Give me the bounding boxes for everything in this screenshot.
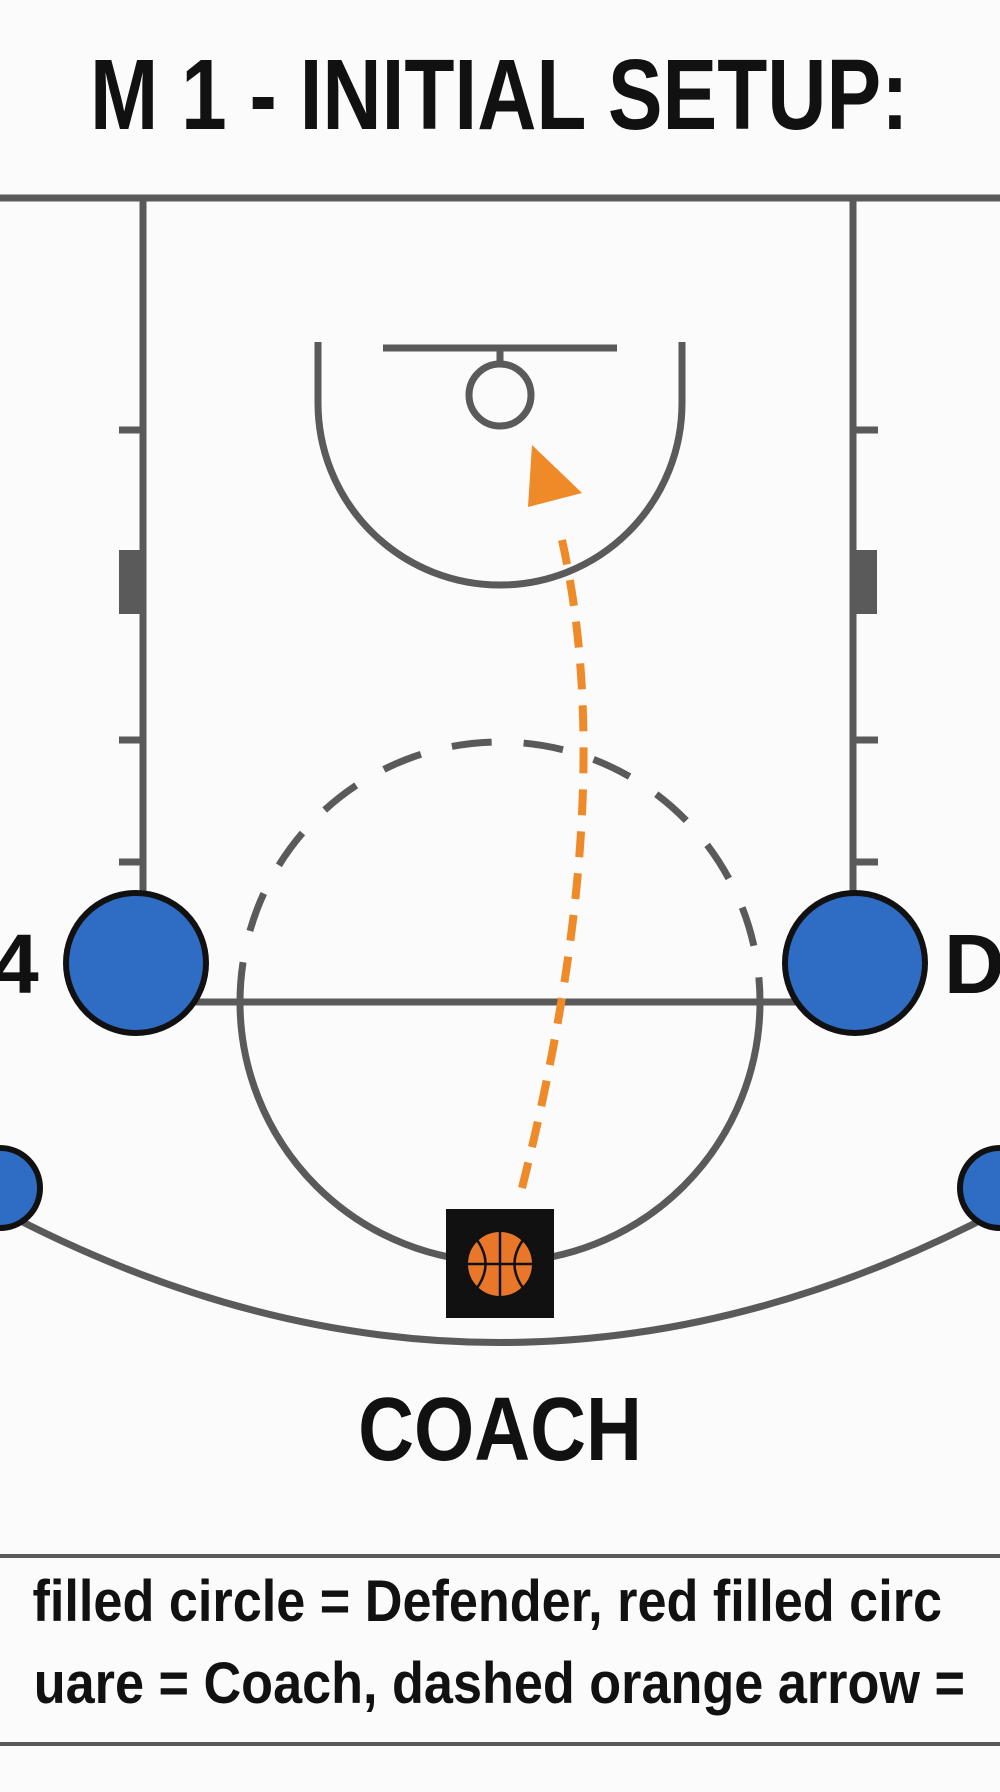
lane-block	[853, 550, 877, 614]
diagram-title: M 1 - INITIAL SETUP: Box-	[90, 40, 910, 150]
coach-label: COACH	[358, 1379, 642, 1480]
legend-line-2: uare = Coach, dashed orange arrow =	[33, 1651, 965, 1716]
legend-line-1: filled circle = Defender, red filled cir…	[32, 1569, 943, 1634]
defender-left	[63, 890, 209, 1036]
free-throw-circle-dashed	[236, 738, 764, 1003]
lane-block	[119, 550, 143, 614]
pass-arrow-path	[518, 539, 588, 1189]
basketball-icon	[466, 1230, 534, 1298]
left-edge-player	[0, 1145, 43, 1231]
hoop	[465, 360, 535, 430]
defender-left-label: 4	[0, 917, 39, 1011]
coach-marker	[446, 1209, 554, 1318]
pass-arrow-head	[528, 445, 582, 507]
defender-right-label: D5	[944, 917, 1000, 1011]
legend: filled circle = Defender, red filled cir…	[0, 1560, 1000, 1740]
restricted-area-arc	[314, 342, 686, 589]
legend-top-rule	[0, 1554, 1000, 1558]
right-edge-player	[957, 1145, 1000, 1231]
three-point-arc	[0, 1206, 1000, 1346]
defender-right	[782, 890, 928, 1036]
legend-bottom-rule	[0, 1742, 1000, 1746]
